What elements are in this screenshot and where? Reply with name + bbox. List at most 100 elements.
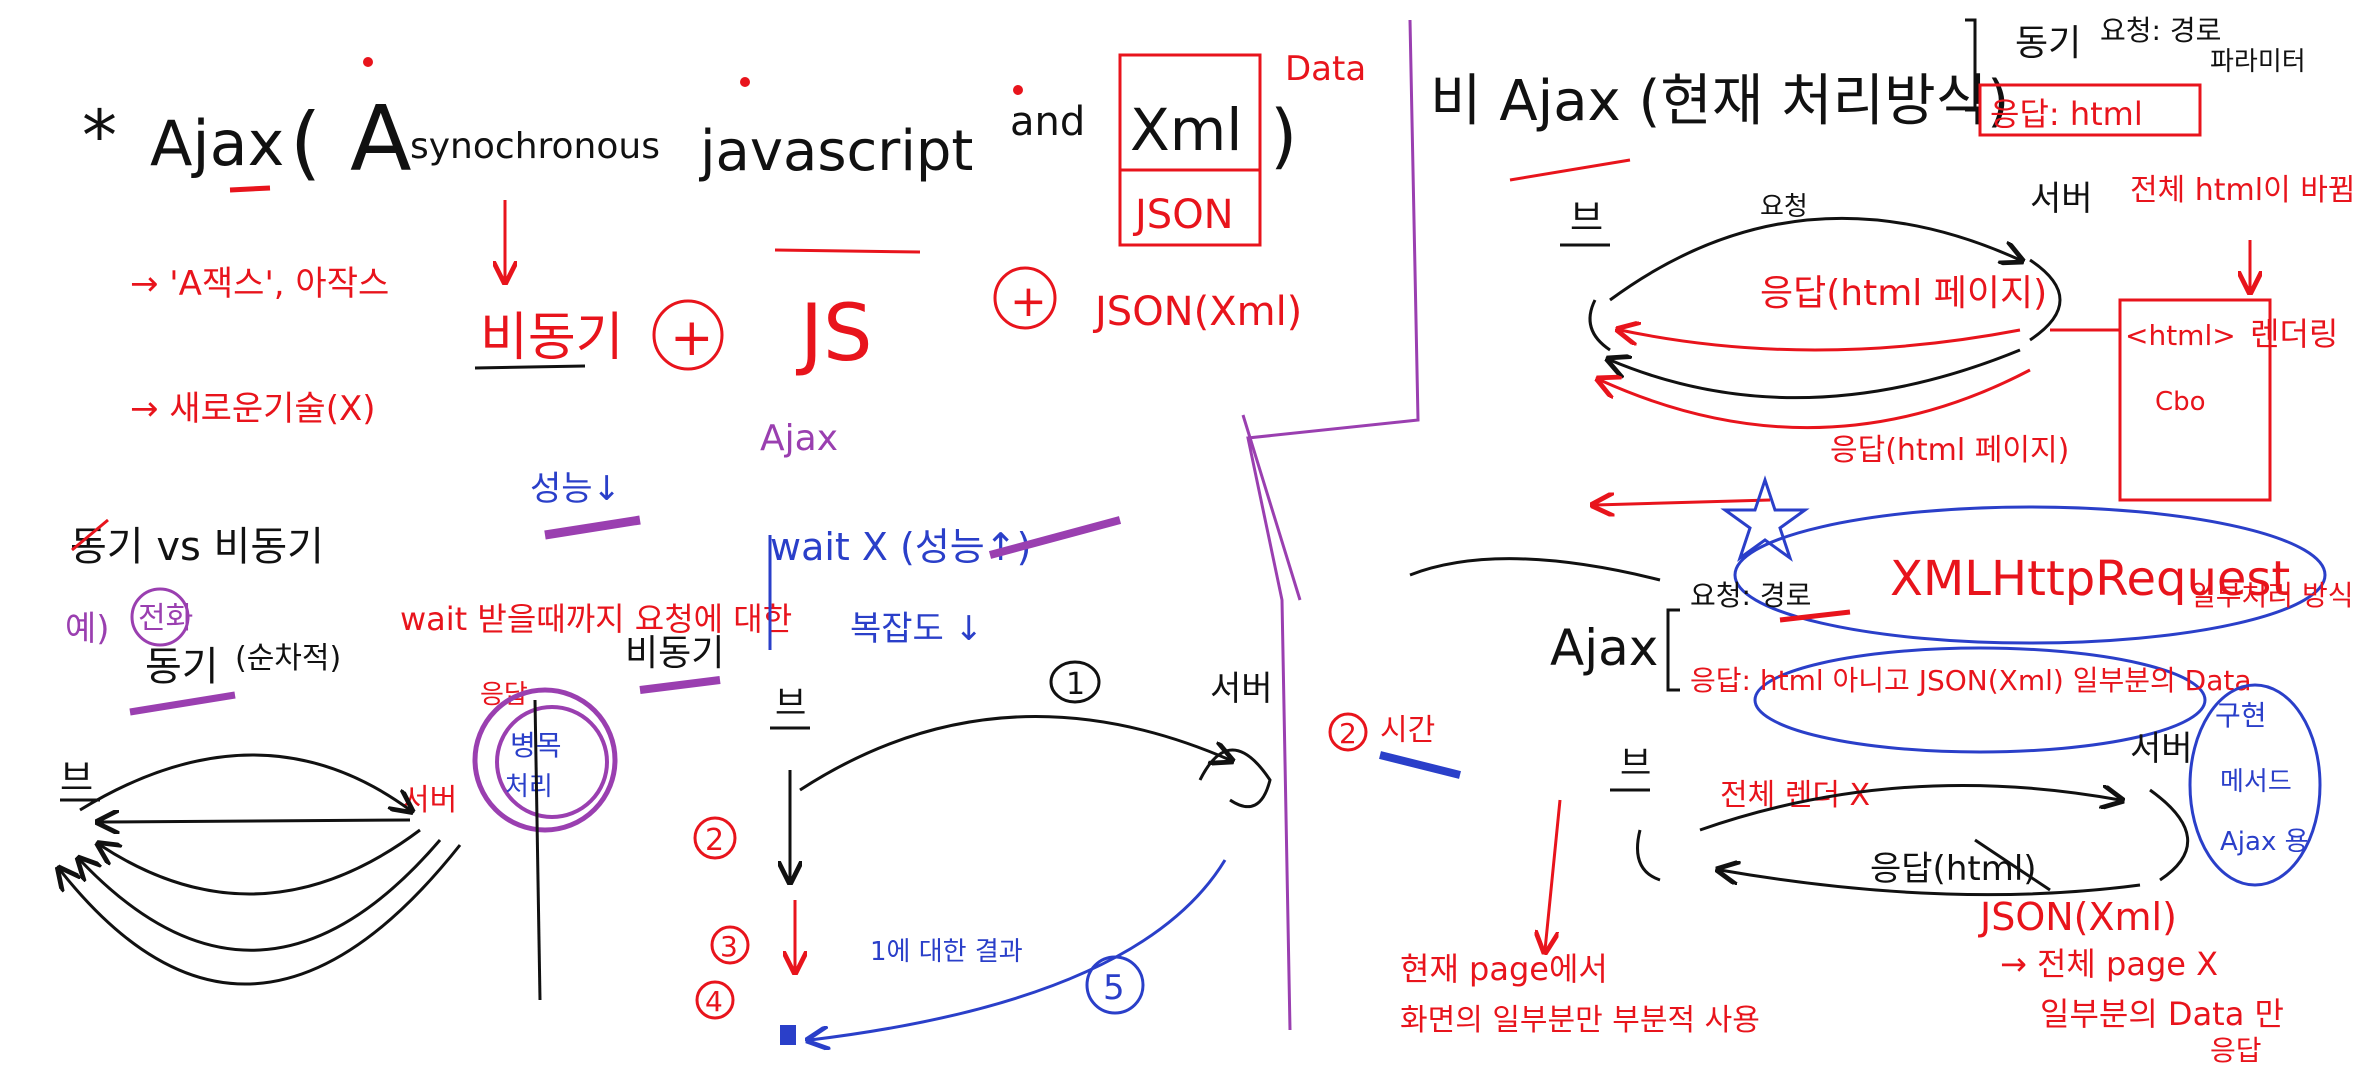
whole-render-x: 전체 렌더 X xyxy=(1720,778,1870,813)
server-label-ajax: 서버 xyxy=(2130,729,2193,769)
partial-data-only: 일부분의 Data 만 xyxy=(2040,995,2284,1033)
step-3: 3 xyxy=(720,930,738,963)
whole-page-x: → 전체 page X xyxy=(2000,945,2218,983)
browser-label-nonajax: 브 xyxy=(1570,198,1603,239)
ajax-small-label: Ajax xyxy=(760,418,838,459)
title-close-paren: ) xyxy=(1270,95,1297,177)
title-ajax: Ajax xyxy=(150,107,284,180)
step-circle xyxy=(710,925,750,965)
star-mark xyxy=(1720,475,1810,562)
html-box-content: Cbo xyxy=(2155,387,2206,417)
title-xml: Xml xyxy=(1130,96,1242,164)
process-label: 처리 xyxy=(505,772,553,802)
browser-label-sync: 브 xyxy=(60,758,93,799)
plus-circle xyxy=(993,266,1057,330)
nonajax-response-arrow xyxy=(1620,330,2021,352)
step-circle xyxy=(1085,955,1145,1015)
title-and: and xyxy=(1010,99,1085,145)
ajax-jsonxml: JSON(Xml) xyxy=(1978,895,2177,939)
note-ajax-pronunciation: → 'A잭스', 아작스 xyxy=(130,264,389,304)
step-circle xyxy=(693,816,737,860)
step-circle xyxy=(1328,712,1368,752)
nonajax-request-arrow xyxy=(1609,216,2020,302)
sync-label: 동기 xyxy=(145,644,219,690)
long-time-note: 시간 xyxy=(1380,713,1435,748)
xml-json-box xyxy=(1118,53,1262,247)
step-2: 2 xyxy=(705,823,724,858)
non-ajax-sync: 동기 xyxy=(2015,23,2081,64)
heading-star-mark xyxy=(71,518,109,552)
bottom-note: 현재 page에서 xyxy=(1400,950,1608,988)
title-json: JSON xyxy=(1132,192,1234,238)
connector-line xyxy=(1409,557,1661,582)
step-1: 1 xyxy=(1066,667,1085,702)
step-circle xyxy=(695,980,735,1020)
request-highlight xyxy=(1779,609,1851,623)
ajax-response-arrow xyxy=(1720,870,2141,897)
render-back-arrow xyxy=(1595,500,1771,505)
non-ajax-underline xyxy=(1509,158,1631,182)
async-underline xyxy=(474,364,586,370)
async-request-arrow xyxy=(799,715,1230,792)
xhr-ellipse xyxy=(1733,505,2327,645)
bottleneck-circle xyxy=(472,687,618,833)
title-synchronous: synochronous xyxy=(410,126,660,167)
server-label-async: 서버 xyxy=(1210,669,1273,709)
letter-dot xyxy=(363,57,373,67)
server-line xyxy=(533,699,542,1001)
browser-node xyxy=(1588,299,1611,352)
example-label: 예) xyxy=(65,609,110,649)
plus-circle xyxy=(652,299,724,371)
section-divider xyxy=(1241,19,1420,1031)
example-phone: 전화 xyxy=(138,601,193,636)
nonajax-response-arrow xyxy=(1600,368,2031,430)
result-note: 1에 대한 결과 xyxy=(870,937,1023,967)
perf-highlight xyxy=(544,515,641,540)
step-circle xyxy=(1049,660,1101,704)
async-label: 비동기 xyxy=(625,633,724,674)
bottleneck-circle-inner xyxy=(495,705,609,819)
server-label-nonajax: 서버 xyxy=(2030,179,2093,219)
phone-circle xyxy=(130,587,190,647)
sync-sequential: (순차적) xyxy=(235,641,341,676)
complexity-note: 복잡도 ↓ xyxy=(850,609,983,649)
json-ellipse xyxy=(1753,646,2207,754)
title-data: Data xyxy=(1285,49,1366,89)
perf-down-note: 성능↓ xyxy=(530,469,621,509)
wait-x-highlight xyxy=(988,516,1122,559)
letter-dot xyxy=(1013,85,1023,95)
step-2b: 2 xyxy=(1339,717,1357,750)
xhr-label: XMLHttpRequest xyxy=(1890,551,2290,607)
ajax-request: 요청: 경로 xyxy=(1690,579,1811,612)
non-ajax-request: 요청: 경로 xyxy=(2100,14,2221,47)
sync-response-arrow xyxy=(80,839,442,952)
blue-note-implement: 구현 xyxy=(2215,699,2267,732)
nonajax-response-html-2: 응답(html 페이지) xyxy=(1830,433,2069,468)
browser-label-ajax: 브 xyxy=(1620,744,1651,784)
wait-x-note: wait X (성능↑) xyxy=(770,525,1031,569)
bottom-note-2: 화면의 일부분만 부분적 사용 xyxy=(1400,1003,1760,1038)
wait-note: wait 받을때까지 요청에 대한 xyxy=(400,600,792,638)
time-highlight xyxy=(1379,751,1461,779)
html-box xyxy=(2118,298,2272,502)
response-box xyxy=(1978,83,2202,137)
title-star: * xyxy=(82,95,117,177)
browser-label-async: 브 xyxy=(775,684,806,724)
title-letter-a: A xyxy=(350,87,412,192)
result-marker xyxy=(780,1025,796,1045)
letter-dot xyxy=(740,77,750,87)
ajax-request-arrow xyxy=(1699,783,2120,832)
blue-note-ellipse xyxy=(2188,683,2322,887)
partial-process-note: 일부처리 방식 xyxy=(2190,579,2353,612)
non-ajax-params: 파라미터 xyxy=(2210,47,2306,77)
step-5: 5 xyxy=(1103,968,1125,1008)
note-not-new-tech: → 새로운기술(X) xyxy=(130,389,376,429)
ajax-underline xyxy=(229,185,271,193)
sync-heading: 동기 vs 비동기 xyxy=(70,524,324,570)
non-ajax-response: 응답: html xyxy=(1990,95,2143,133)
breakdown-jsonxml: JSON(Xml) xyxy=(1092,289,1302,335)
breakdown-async: 비동기 xyxy=(480,308,624,368)
title-open-paren: ( xyxy=(290,96,321,189)
